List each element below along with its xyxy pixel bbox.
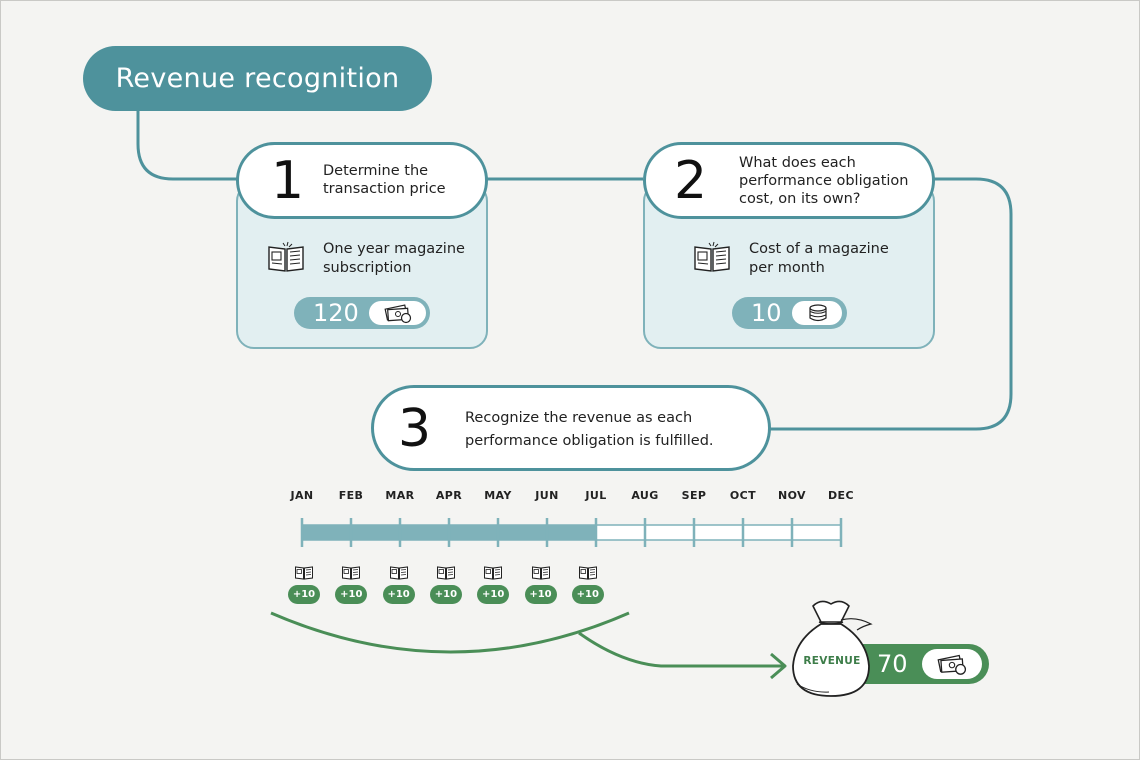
month-value-badge: +10 — [429, 585, 462, 604]
step3-title-line: Recognize the revenue as each — [465, 410, 693, 426]
money-icon — [937, 654, 967, 675]
money-bag-icon — [792, 600, 873, 697]
month-value-badge: +10 — [382, 585, 415, 604]
month-value-badge: +10 — [288, 585, 320, 604]
magazine-icon — [436, 566, 455, 580]
step3-title-line: performance obligation is fulfilled. — [465, 433, 714, 449]
month-label: JUN — [535, 489, 559, 502]
magazine-icon — [578, 566, 597, 580]
month-label: AUG — [631, 489, 659, 502]
magazine-icon — [531, 566, 550, 580]
step1-desc-line: subscription — [323, 260, 412, 276]
revenue-label: REVENUE — [803, 655, 861, 667]
step2-description: Cost of a magazine per month — [749, 240, 889, 278]
month-value-badge: +10 — [477, 585, 510, 604]
step1-title: Determine the transaction price — [323, 162, 446, 198]
step2-title-line: performance obligation — [739, 173, 909, 189]
revenue-value: 70 — [877, 650, 908, 678]
step2-pill — [643, 142, 935, 219]
step1-title-line: transaction price — [323, 181, 446, 197]
magazine-icon — [342, 566, 361, 580]
magazine-icon — [694, 241, 730, 272]
connector-step2-step3 — [769, 177, 1013, 431]
step1-number: 1 — [271, 151, 305, 211]
month-label: DEC — [828, 489, 854, 502]
magazine-icon — [268, 241, 304, 272]
arrow-head — [770, 652, 787, 680]
step1-description: One year magazine subscription — [323, 240, 465, 278]
step3-title: Recognize the revenue as each performanc… — [465, 407, 714, 453]
step1-pill — [236, 142, 488, 219]
month-bracket — [270, 611, 630, 654]
month-label: MAR — [385, 489, 415, 502]
step2-title: What does each performance obligation co… — [739, 154, 908, 208]
step2-desc-line: per month — [749, 260, 825, 276]
coins-icon — [809, 304, 827, 322]
month-label: OCT — [729, 489, 757, 502]
money-icon — [384, 304, 412, 324]
step1-value: 120 — [313, 299, 359, 327]
step3-pill — [371, 385, 771, 471]
month-label: SEP — [681, 489, 707, 502]
step2-value: 10 — [751, 299, 782, 327]
month-value-badge: +10 — [571, 585, 604, 604]
step2-desc-line: Cost of a magazine — [749, 241, 889, 257]
step2-title-line: What does each — [739, 155, 856, 171]
magazine-icon — [295, 566, 313, 580]
month-label: MAY — [484, 489, 512, 502]
diagram-title: Revenue recognition — [83, 46, 432, 111]
magazine-icon — [389, 566, 408, 580]
month-label: NOV — [778, 489, 806, 502]
month-value-badge: +10 — [335, 585, 368, 604]
arrow-line — [578, 631, 784, 668]
step1-desc-line: One year magazine — [323, 241, 465, 257]
month-value-badge: +10 — [524, 585, 557, 604]
month-label: FEB — [338, 489, 364, 502]
connector-title-step1 — [136, 109, 241, 181]
step1-title-line: Determine the — [323, 163, 429, 179]
month-label: APR — [435, 489, 463, 502]
step2-title-line: cost, on its own? — [739, 191, 861, 207]
step2-number: 2 — [674, 151, 708, 211]
magazine-icon — [484, 566, 503, 580]
step3-number: 3 — [398, 399, 432, 459]
month-label: JUL — [585, 489, 607, 502]
month-label: JAN — [290, 489, 314, 502]
